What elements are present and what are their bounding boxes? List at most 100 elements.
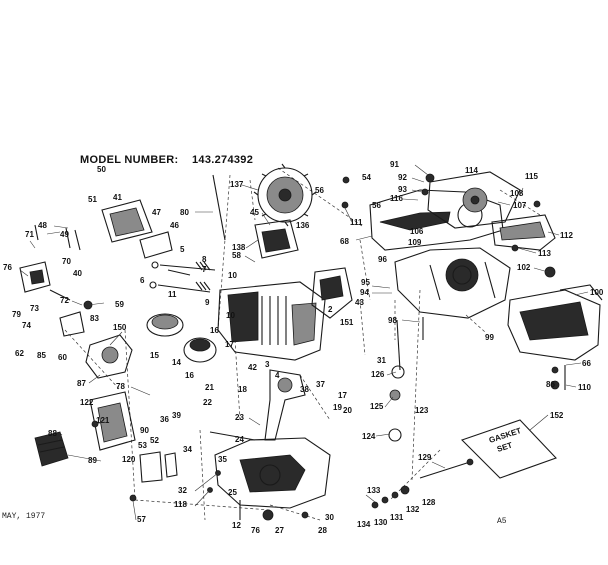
engine-parts: GASKET SET [19,163,603,521]
blower-housing [369,189,504,251]
callout: 71 [25,230,34,239]
callout: 78 [116,382,125,391]
callout: 116 [390,194,403,203]
callout: 126 [371,370,385,379]
callout: 108 [510,189,524,198]
callout: 24 [235,435,244,444]
callout: 39 [172,411,181,420]
top-cover [491,214,556,251]
callout: 76 [251,526,260,535]
callout: 4 [275,371,280,380]
callout: 47 [152,208,161,217]
cylinder-block [217,281,326,361]
callout: 123 [415,406,429,415]
callout: 87 [77,379,86,388]
callout: 85 [37,351,46,360]
callout: 51 [88,195,97,204]
callout: 136 [296,221,310,230]
callout: 83 [90,314,99,323]
callout: 53 [138,441,147,450]
governor-linkage [19,261,85,337]
callout: 112 [560,231,573,240]
callout: 27 [275,526,284,535]
callout: 68 [340,237,349,246]
callout: 102 [517,263,531,272]
callout: 90 [140,426,149,435]
callout: 41 [113,193,122,202]
callout: 130 [374,518,388,527]
callout: 36 [160,415,169,424]
callout: 9 [205,298,210,307]
callout: 132 [406,505,420,514]
callout: 74 [22,321,31,330]
starter-pulley-stack [388,319,405,442]
callout: 22 [203,398,212,407]
callout: 17 [225,340,234,349]
callout: 14 [172,358,181,367]
callout: 8 [202,255,207,264]
callout: 80 [180,208,189,217]
callout: 21 [205,383,214,392]
callout: 19 [333,403,342,412]
publication-date: MAY, 1977 [2,512,45,521]
callout: 18 [238,385,247,394]
callout: 49 [60,230,69,239]
callout: 62 [15,349,24,358]
callout: 66 [582,359,591,368]
page-code: A5 [497,517,507,526]
callout: 70 [62,257,71,266]
callout: 52 [150,436,159,445]
callout: 106 [410,227,424,236]
valves [149,261,216,293]
callout: 17 [338,391,347,400]
callout: 37 [316,380,325,389]
model-number-label: MODEL NUMBER: [80,154,178,166]
throttle-cable [419,458,474,479]
callout: 128 [422,498,436,507]
callout: 5 [180,245,185,254]
callout: 2 [328,305,333,314]
crankcase-base [214,437,331,509]
callout: 30 [325,513,334,522]
gasket-set-card: GASKET SET [460,419,557,479]
callout: 57 [137,515,146,524]
callout: 133 [367,486,381,495]
callout: 95 [361,278,370,287]
model-number-value: 143.274392 [192,154,253,166]
callout: 125 [370,402,384,411]
piston-assembly [146,313,217,363]
callout: 25 [228,488,237,497]
callout: 92 [398,173,407,182]
callout: 43 [355,298,364,307]
callout: 113 [538,249,551,258]
callout: 40 [73,269,82,278]
callout: 150 [113,323,127,332]
callout: 7 [202,265,207,274]
callout: 28 [318,526,327,535]
leader-lines [19,164,589,521]
callout: 96 [378,255,387,264]
muffler-deflector [507,284,603,361]
callout: 137 [230,180,244,189]
callout: 129 [418,453,432,462]
callout: 89 [88,456,97,465]
callout: 91 [390,160,399,169]
callout: 42 [248,363,257,372]
callout: 138 [232,243,246,252]
callout: 79 [12,310,21,319]
callout: 54 [362,173,371,182]
callout: 72 [60,296,69,305]
callout: 76 [3,263,12,272]
callout: 59 [115,300,124,309]
callout: 34 [183,445,192,454]
callout: 50 [97,165,106,174]
callout: 56 [315,186,324,195]
callout: 109 [408,238,422,247]
callout: 120 [122,455,136,464]
callout: 100 [590,288,604,297]
callout: 35 [218,455,227,464]
callout: 124 [362,432,376,441]
callout: 86 [546,380,555,389]
callout: 16 [210,326,219,335]
